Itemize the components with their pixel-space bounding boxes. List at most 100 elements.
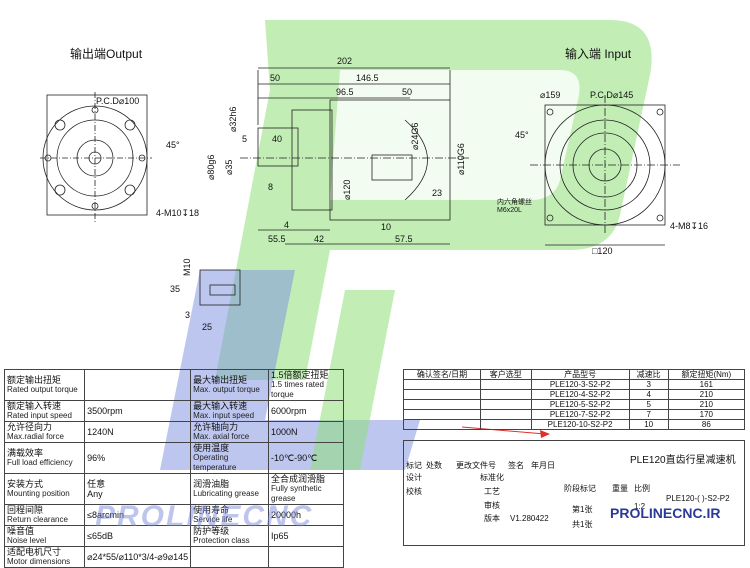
spec-value-left-text: 任意 Any [87,479,106,499]
spec-label-right-en: Operating temperature [193,453,237,472]
mark-label: 标记 [406,461,422,470]
spec-label-left-text: 额定输入转速 [7,401,62,411]
spec-value-right-text: 全合成润滑脂 [271,474,326,484]
model-header: 减速比 [628,369,669,380]
spec-label-left-en: Mounting position [7,489,70,498]
spec-value-right-en: Fully synthetic grease [271,484,322,503]
spec-label-right-text: 使用寿命 [193,505,230,515]
model-cell [479,419,532,430]
spec-label-right-en: Service life [193,515,233,524]
site-label: PROLINECNC.IR [610,505,721,521]
dim-4: 4 [284,220,289,230]
technical-drawing: 输出端Output 输入端 Input P.C.D⌀100 45° 4-M10↧… [40,46,708,438]
model-cell [403,419,481,430]
red-arrow-head [540,430,550,438]
dim-202: 202 [337,56,352,66]
check-label: 校核 [406,487,422,496]
spec-value-left: 96% [84,442,192,474]
count-label: 处数 [426,461,442,470]
spec-label-right-text: 允许轴向力 [193,422,239,432]
dim-57: 57.5 [395,234,413,244]
spec-label-right-en: Max. input speed [193,411,255,420]
spec-value-right-text: 20000h [271,510,302,520]
dim-55: 55.5 [268,234,286,244]
craft-label: 工艺 [484,487,500,496]
input-pcd-label: P.C.D⌀145 [590,90,633,100]
model-cell: 3 [628,379,669,390]
model-cell: 10 [628,419,669,430]
spec-value-left: ⌀24*55/⌀110*3/4-⌀9⌀145 [84,546,192,568]
spec-label-left-en: Noise level [7,536,47,545]
dim-42: 42 [314,234,324,244]
model-cell [479,389,532,400]
sign-label: 签名 [508,461,524,470]
product-name: PLE120直齿行星减速机 [630,455,736,466]
model-cell: 210 [667,389,746,400]
spec-label-left-en: Full load efficiency [7,458,73,467]
model-table: 确认签名/日期客户选型产品型号减速比额定扭矩(Nm)PLE120-3-S2-P2… [403,369,746,430]
spec-label-left-en: Motor dimensions [7,557,71,566]
dim-32: ⌀32h6 [228,107,238,132]
model-cell [479,379,532,390]
model-cell [479,409,532,420]
spec-label-right-text: 润滑油脂 [193,479,230,489]
model-cell [479,399,532,410]
spec-label-left-en: Return clearance [7,515,68,524]
dim-96: 96.5 [336,87,354,97]
input-title: 输入端 Input [565,46,632,61]
model-cell: 4 [628,389,669,400]
input-angle-label: 45° [515,130,529,140]
spec-value-left-text: ≤65dB [87,531,114,541]
version-value: V1.280422 [510,514,549,523]
ratio-label: 比例 [634,484,650,493]
spec-label-right-text: 最大输出扭矩 [193,375,248,385]
model-cell: PLE120-3-S2-P2 [530,379,630,390]
model-cell: 170 [667,409,746,420]
hex-note-en: M6x20L [497,207,522,214]
spec-label-right-en: Lubricating grease [193,489,259,498]
model-cell [403,379,481,390]
spec-label-left-en: Rated input speed [7,411,72,420]
spec-label-left-text: 满载效率 [7,448,44,458]
spec-label-left-en: Rated output torque [7,385,78,394]
input-square-label: □120 [592,246,612,256]
model-cell: PLE120-7-S2-P2 [530,409,630,420]
spec-label-right-text: 使用温度 [193,443,230,453]
spec-label-left-text: 回程间隙 [7,505,44,515]
spec-value-right-text: 6000rpm [271,406,307,416]
model-header: 客户选型 [479,369,532,380]
dim-40: 40 [272,134,282,144]
model-cell: 161 [667,379,746,390]
model-cell [403,409,481,420]
review-label: 审核 [484,501,500,510]
spec-value-right-text: -10℃-90℃ [271,453,318,463]
spec-value-right: -10℃-90℃ [268,442,344,474]
dim-23: 23 [432,188,442,198]
dim-35b: 35 [170,284,180,294]
spec-label-right-text: 防护等级 [193,526,230,536]
weight-label: 重量 [612,484,628,493]
output-title: 输出端Output [70,46,143,61]
model-cell: PLE120-5-S2-P2 [530,399,630,410]
ratio-value: 1:2 [634,502,646,511]
dim-80: ⌀80g6 [206,155,216,180]
dim-5: 5 [242,134,247,144]
title-block: PLE120直齿行星减速机 阶段标记 重量 比例 1:2 PLE120-( )-… [403,440,745,546]
spec-label-right-en: Max. output torque [193,385,260,394]
spec-value-right: 1000N [268,421,344,443]
model-cell: 86 [667,419,746,430]
